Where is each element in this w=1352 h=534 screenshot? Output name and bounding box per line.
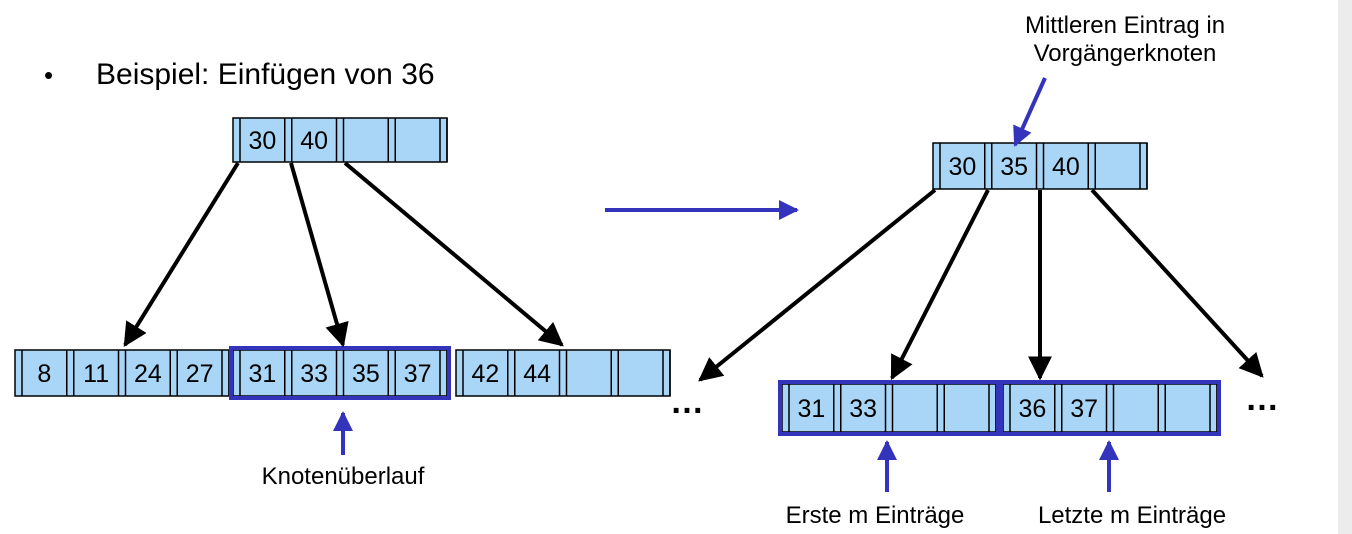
- after-left-split-node-key-2: 33: [849, 395, 877, 423]
- before-leaf-3-node-key-2: 44: [523, 360, 551, 388]
- after-left-split-node-highlight: [778, 380, 1000, 436]
- after-right-split-node-highlight: [999, 380, 1221, 436]
- window-edge: [1338, 0, 1352, 534]
- after-root-node: 30 35 40: [932, 142, 1148, 190]
- before-leaf-2-node-key-2: 33: [300, 360, 328, 388]
- after-left-split-node: 31 33: [778, 380, 1000, 436]
- ellipsis-right: …: [1245, 380, 1281, 418]
- annotation-overflow: Knotenüberlauf: [261, 463, 425, 490]
- annotation-last-m: Letzte m Einträge: [1037, 502, 1227, 529]
- before-root-node: 30 40: [232, 117, 448, 163]
- before-leaf-1-node-key-2: 11: [83, 360, 109, 388]
- after-right-split-node: 36 37: [999, 380, 1221, 436]
- after-root-node-key-3: 40: [1052, 153, 1080, 181]
- before-leaf-3-node: 42 44: [455, 349, 671, 397]
- annotation-first-m: Erste m Einträge: [785, 502, 965, 529]
- annotation-middle-entry: Mittleren Eintrag in Vorgängerknoten: [990, 12, 1260, 67]
- edges-after: [698, 188, 1264, 382]
- before-root-node-key-2: 40: [300, 127, 328, 155]
- edge-new-root-to-right-ellipsis: [1090, 188, 1264, 378]
- before-leaf-1-node-key-3: 24: [134, 360, 162, 388]
- before-leaf-1-node: 8 11 24 27: [14, 349, 230, 397]
- before-leaf-2-node-key-1: 31: [248, 360, 276, 388]
- edge-new-root-to-left-split: [890, 189, 990, 381]
- before-leaf-2-node-key-4: 37: [404, 360, 432, 388]
- after-left-split-node-key-1: 31: [797, 395, 825, 423]
- before-leaf-1-node-key-4: 27: [186, 360, 214, 388]
- before-leaf-1-node-key-1: 8: [37, 360, 51, 388]
- edges-before: [123, 161, 564, 348]
- ellipsis-left: …: [670, 383, 706, 421]
- before-leaf-2-node-key-3: 35: [352, 360, 380, 388]
- edge-root-to-leaf-2: [289, 162, 349, 348]
- pointer-middle-entry: [1013, 77, 1047, 147]
- before-root-node-key-1: 30: [248, 127, 276, 155]
- annotation-middle-entry-line2: Vorgängerknoten: [1033, 39, 1217, 67]
- edge-root-to-leaf-3: [343, 161, 564, 347]
- after-right-split-node-key-2: 37: [1070, 395, 1098, 423]
- before-leaf-2-node: 31 33 35 37: [229, 346, 451, 400]
- after-root-node-key-2: 35: [1000, 153, 1028, 181]
- bullet-text: Beispiel: Einfügen von 36: [96, 58, 435, 91]
- annotation-middle-entry-line1: Mittleren Eintrag in: [1024, 12, 1226, 39]
- bullet-symbol: •: [44, 60, 54, 90]
- edge-root-to-leaf-1: [123, 161, 240, 348]
- after-right-split-node-key-1: 36: [1018, 395, 1046, 423]
- edge-new-root-to-left-ellipsis: [698, 188, 937, 382]
- before-leaf-3-node-key-1: 42: [471, 360, 499, 388]
- before-leaf-2-node-highlight: [229, 346, 451, 400]
- after-root-node-key-1: 30: [948, 153, 976, 181]
